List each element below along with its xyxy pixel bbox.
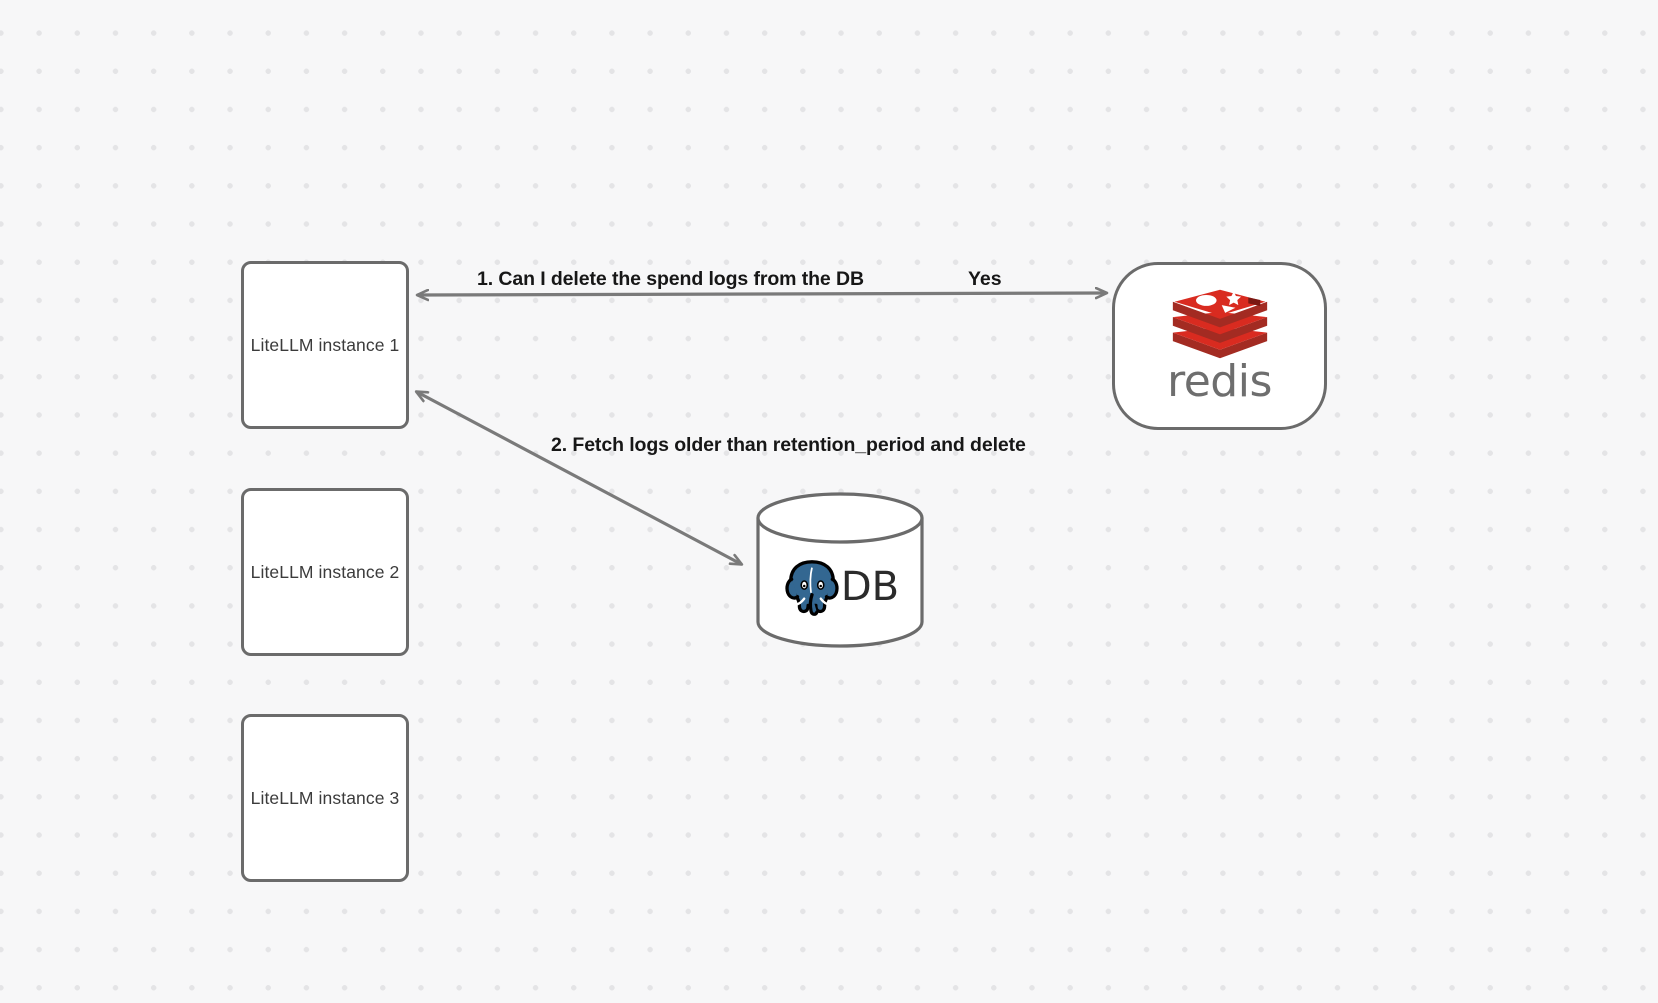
node-redis[interactable]: redis <box>1112 262 1327 430</box>
connector-instance1-redis <box>418 293 1106 295</box>
cylinder-shape-icon <box>756 492 924 648</box>
edge-label-yes: Yes <box>968 268 1002 290</box>
redis-logo-icon <box>1172 289 1267 359</box>
connector-instance1-database <box>417 392 741 564</box>
node-label-instance-1: LiteLLM instance 1 <box>250 334 400 355</box>
node-litellm-instance-1[interactable]: LiteLLM instance 1 <box>241 261 409 429</box>
node-label-instance-3: LiteLLM instance 3 <box>250 787 400 808</box>
database-logo-group: DB <box>754 492 926 648</box>
edge-label-step-1: 1. Can I delete the spend logs from the … <box>477 268 864 290</box>
redis-wordmark: redis <box>1167 356 1272 407</box>
node-label-instance-2: LiteLLM instance 2 <box>250 561 400 582</box>
database-label: DB <box>840 564 900 610</box>
edge-label-step-2: 2. Fetch logs older than retention_perio… <box>551 434 1026 456</box>
node-database[interactable]: DB <box>754 492 926 648</box>
node-litellm-instance-3[interactable]: LiteLLM instance 3 <box>241 714 409 882</box>
node-litellm-instance-2[interactable]: LiteLLM instance 2 <box>241 488 409 656</box>
postgresql-elephant-icon <box>785 560 839 616</box>
